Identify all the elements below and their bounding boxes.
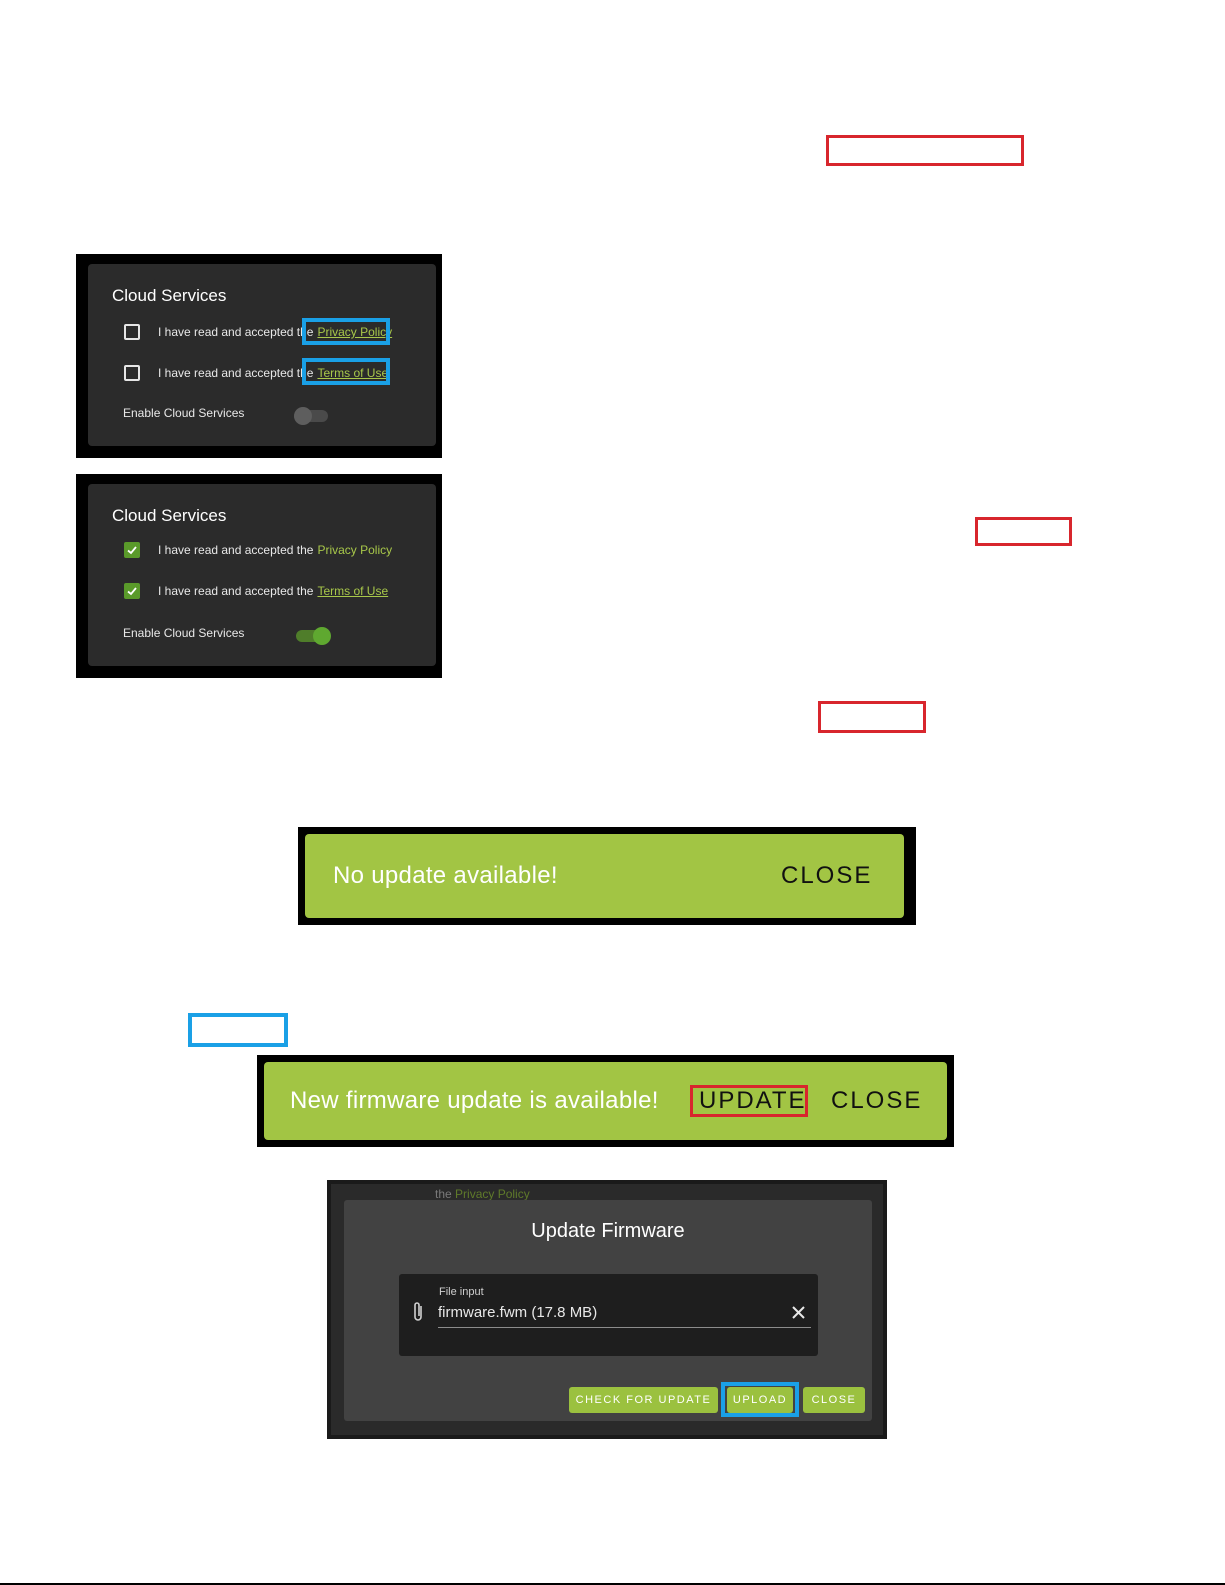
background-privacy-link: Privacy Policy [455,1187,530,1201]
terms-prefix: I have read and accepted the [158,584,314,598]
privacy-policy-link[interactable]: Privacy Policy [317,543,393,557]
page-divider [0,1583,1225,1585]
update-button[interactable]: UPDATE [699,1087,807,1114]
checkmark-icon [127,546,137,555]
highlight-box [721,1382,799,1417]
close-button[interactable]: CLOSE [831,1087,923,1114]
terms-row: I have read and accepted the Terms of Us… [124,580,388,602]
close-button[interactable]: CLOSE [781,862,873,889]
highlight-box [826,135,1024,166]
privacy-checkbox[interactable] [124,542,140,558]
dialog-title: Update Firmware [531,1220,685,1242]
toggle-knob [294,407,312,425]
terms-row: I have read and accepted the Terms of Us… [124,362,388,384]
clear-icon[interactable] [791,1305,806,1320]
terms-of-use-link[interactable]: Terms of Use [317,584,389,598]
background-prefix: the [435,1187,452,1201]
cloud-services-panel-before: Cloud Services I have read and accepted … [76,254,442,458]
panel-title: Cloud Services [112,286,227,305]
snackbar-message: No update available! [333,862,558,889]
enable-cloud-label: Enable Cloud Services [123,626,245,640]
snackbar-message: New firmware update is available! [290,1087,659,1114]
terms-checkbox[interactable] [124,583,140,599]
highlight-box [975,517,1072,546]
cloud-services-card: Cloud Services I have read and accepted … [88,484,436,666]
snackbar-no-update-frame: No update available! CLOSE [298,827,916,925]
enable-cloud-toggle[interactable] [296,627,331,645]
cloud-services-card: Cloud Services I have read and accepted … [88,264,436,446]
privacy-row: I have read and accepted the Privacy Pol… [124,321,392,343]
privacy-row: I have read and accepted the Privacy Pol… [124,539,392,561]
toggle-knob [313,627,331,645]
enable-cloud-toggle[interactable] [294,407,328,425]
privacy-policy-link[interactable]: Privacy Policy [317,325,393,339]
close-button[interactable]: CLOSE [803,1387,865,1413]
snackbar-update: New firmware update is available! UPDATE… [264,1062,947,1140]
file-input[interactable]: firmware.fwm (17.8 MB) [438,1304,598,1321]
privacy-prefix: I have read and accepted the [158,325,314,339]
upload-button[interactable]: UPLOAD [727,1387,793,1413]
terms-checkbox[interactable] [124,365,140,381]
privacy-checkbox[interactable] [124,324,140,340]
cloud-services-panel-after: Cloud Services I have read and accepted … [76,474,442,678]
terms-prefix: I have read and accepted the [158,366,314,380]
snackbar-update-frame: New firmware update is available! UPDATE… [257,1055,954,1147]
file-input-underline [438,1327,811,1328]
checkmark-icon [127,587,137,596]
file-input-label: File input [439,1286,484,1298]
file-input-container: File input firmware.fwm (17.8 MB) [399,1274,818,1356]
check-for-update-button[interactable]: CHECK FOR UPDATE [569,1387,718,1413]
highlight-box [188,1013,288,1047]
highlight-box [302,358,390,385]
privacy-prefix: I have read and accepted the [158,543,314,557]
highlight-box [302,318,390,345]
firmware-dialog-frame: the Privacy Policy Update Firmware File … [327,1180,887,1439]
highlight-box [690,1085,808,1117]
background-privacy-text: the Privacy Policy [435,1187,530,1201]
terms-of-use-link[interactable]: Terms of Use [317,366,389,380]
highlight-box [818,701,926,733]
paperclip-icon [414,1302,422,1321]
enable-cloud-label: Enable Cloud Services [123,406,245,420]
snackbar-no-update: No update available! CLOSE [305,834,904,918]
panel-title: Cloud Services [112,506,227,525]
